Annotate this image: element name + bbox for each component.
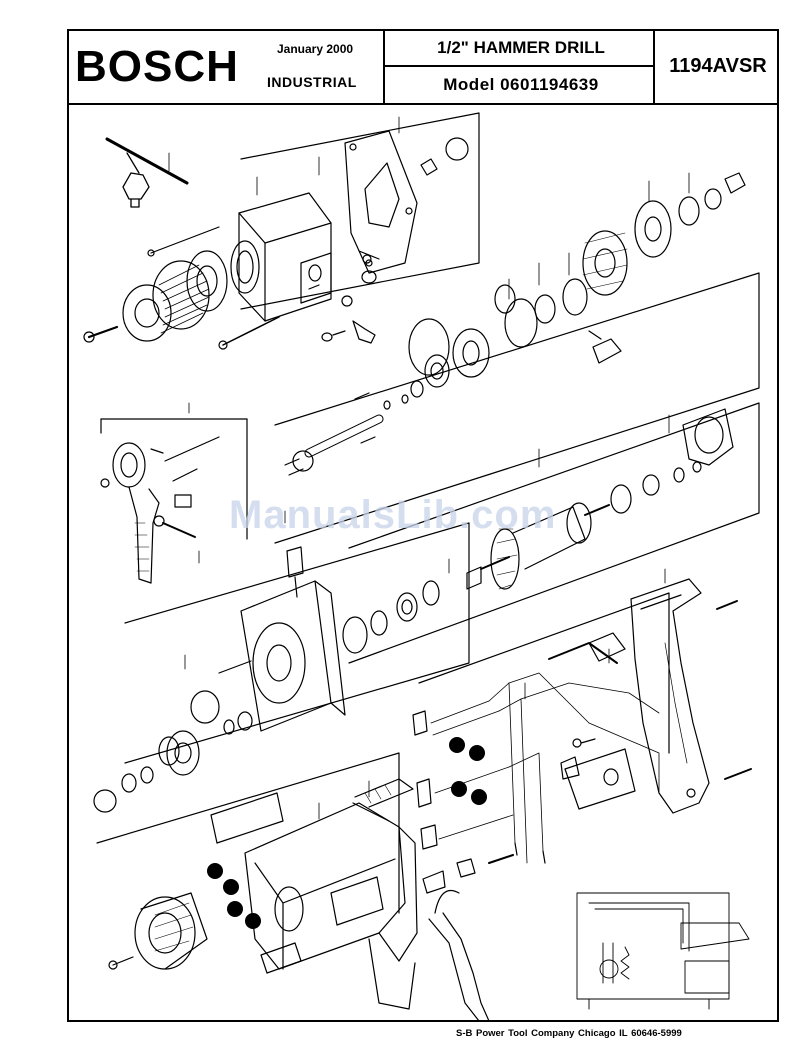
model-number: 1194AVSR: [669, 55, 767, 77]
gasket-plate: [344, 130, 418, 274]
field-coil: [108, 892, 208, 970]
parts-sheet: BOSCH January 2000 INDUSTRIAL 1/2" HAMME…: [67, 29, 779, 1022]
header-divider: [385, 65, 653, 67]
label-plates: [210, 792, 384, 974]
division-label: INDUSTRIAL: [267, 74, 357, 90]
brush-holders: [412, 632, 660, 894]
product-title: 1/2" HAMMER DRILL: [437, 38, 605, 57]
armature: [466, 408, 734, 590]
wiring-schematic: [576, 892, 750, 1010]
watermark: ManualsLib.com: [229, 493, 557, 537]
fasteners: [83, 226, 380, 350]
gear-train: [408, 172, 746, 378]
header: BOSCH January 2000 INDUSTRIAL 1/2" HAMME…: [69, 31, 777, 105]
brush-parts: [207, 737, 487, 929]
bosch-logo: BOSCH: [75, 42, 239, 91]
issue-date: January 2000: [277, 42, 354, 56]
spindle: [284, 354, 450, 476]
company-footer: S-B Power Tool Company Chicago IL 60646-…: [456, 1028, 682, 1039]
power-cord: [428, 854, 514, 1022]
switch: [560, 738, 636, 810]
leader-lines: [168, 116, 690, 820]
group-outline: [124, 522, 470, 764]
rear-handle: [630, 578, 752, 814]
gear-housing: [230, 192, 332, 322]
plug: [420, 137, 469, 176]
side-handle: [100, 418, 248, 584]
group-outline: [418, 592, 670, 754]
motor-housing: [244, 778, 418, 1010]
group-outline: [348, 402, 760, 664]
header-divider: [383, 31, 385, 103]
exploded-parts-diagram: [83, 112, 760, 1022]
chuck-key: [105, 137, 189, 208]
group-outline: [274, 272, 760, 544]
hammer-gear: [93, 660, 253, 813]
intermediate-flange: [240, 546, 440, 732]
header-divider: [653, 31, 655, 103]
group-outline: [240, 112, 480, 310]
model-line: Model 0601194639: [443, 75, 599, 94]
chuck: [122, 250, 228, 342]
group-outline: [96, 752, 400, 914]
